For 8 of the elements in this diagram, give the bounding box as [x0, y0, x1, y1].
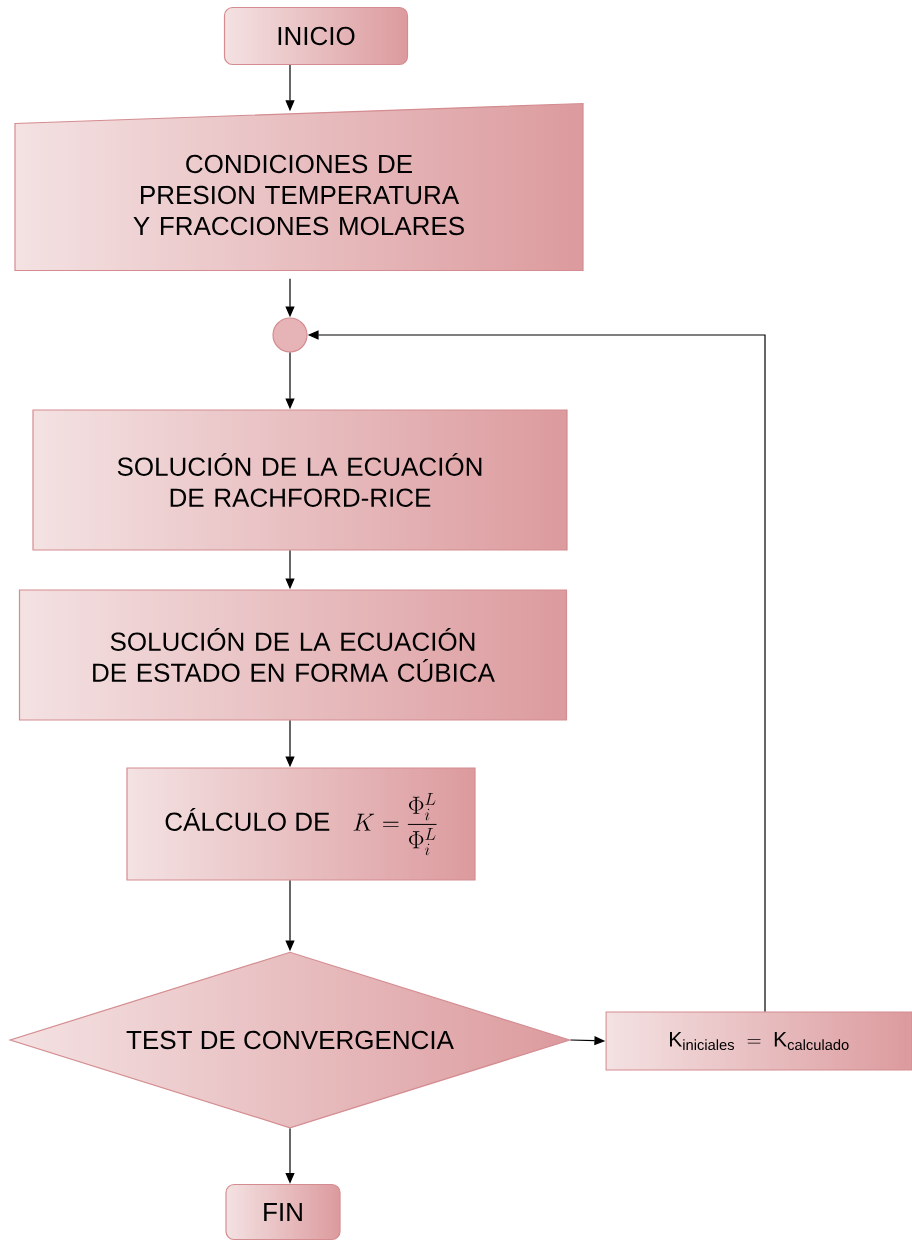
process-box: SOLUCIÓN DE LA ECUACIÓN DE RACHFORD-RICE	[32, 409, 568, 551]
input-box: CONDICIONES DE PRESION TEMPERATURA Y FRACCIONES MOLARES	[14, 102, 584, 272]
process-box: CÁLCULO DE $K = \frac{\Phi_i^L}{\Phi_i^L}$	[126, 767, 476, 881]
connector-circle	[272, 317, 308, 353]
process-box: SOLUCIÓN DE LA ECUACIÓN DE ESTADO EN FORMA CÚBICA	[18, 589, 568, 721]
terminal-box: INICIO	[223, 6, 409, 66]
process-box: $\text{K}_{\text{iniciales}} = \text{K}_{\text{calculado}}$	[605, 1011, 912, 1071]
terminal-box: FIN	[225, 1183, 341, 1241]
